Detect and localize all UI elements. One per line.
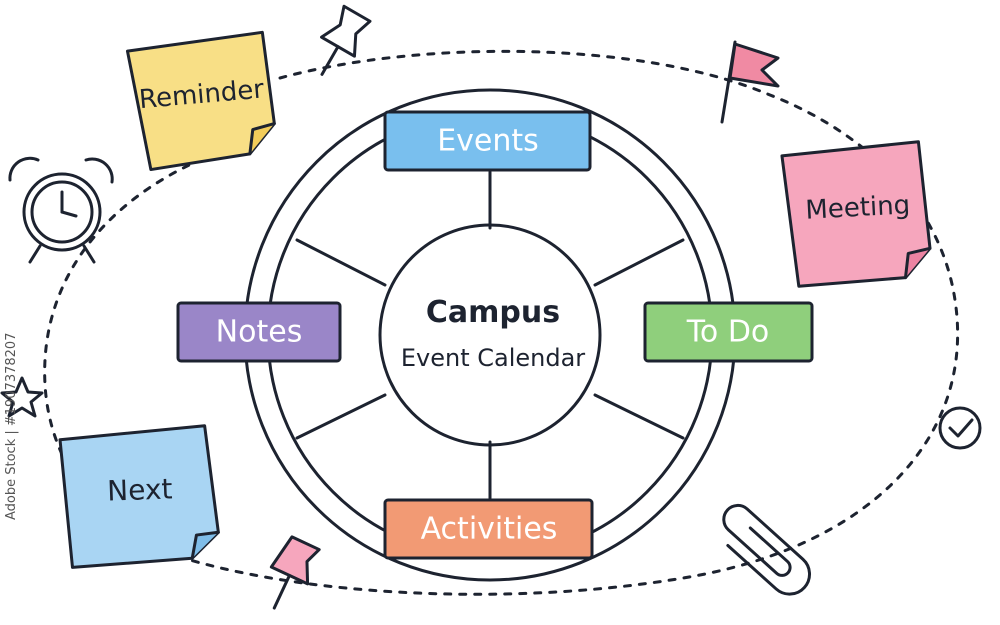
todo-label[interactable]: To Do bbox=[643, 301, 814, 363]
events-label[interactable]: Events bbox=[383, 110, 592, 172]
next-note: Next bbox=[58, 424, 220, 569]
star-icon bbox=[0, 376, 44, 418]
todo-label-text: To Do bbox=[686, 315, 770, 350]
alarm-clock-icon bbox=[8, 156, 114, 264]
meeting-note-text: Meeting bbox=[805, 190, 911, 225]
meeting-note: Meeting bbox=[780, 140, 932, 288]
paperclip-icon bbox=[722, 504, 811, 596]
pink-pushpin-icon bbox=[269, 535, 321, 610]
events-label-text: Events bbox=[437, 124, 539, 159]
watermark-text: Adobe Stock | #1907378207 bbox=[4, 332, 19, 520]
center-circle bbox=[378, 223, 602, 447]
checkmark-circle-icon bbox=[938, 406, 982, 450]
reminder-note: Reminder bbox=[125, 30, 276, 172]
activities-label[interactable]: Activities bbox=[383, 498, 594, 560]
spokes bbox=[295, 170, 685, 500]
next-note-text: Next bbox=[107, 472, 173, 507]
center-subtitle: Event Calendar bbox=[401, 344, 585, 372]
notes-label[interactable]: Notes bbox=[176, 301, 342, 363]
activities-label-text: Activities bbox=[421, 512, 558, 547]
flag-icon bbox=[720, 40, 780, 124]
center-title: Campus bbox=[426, 295, 560, 330]
pushpin-icon bbox=[320, 4, 372, 76]
notes-label-text: Notes bbox=[216, 315, 303, 350]
